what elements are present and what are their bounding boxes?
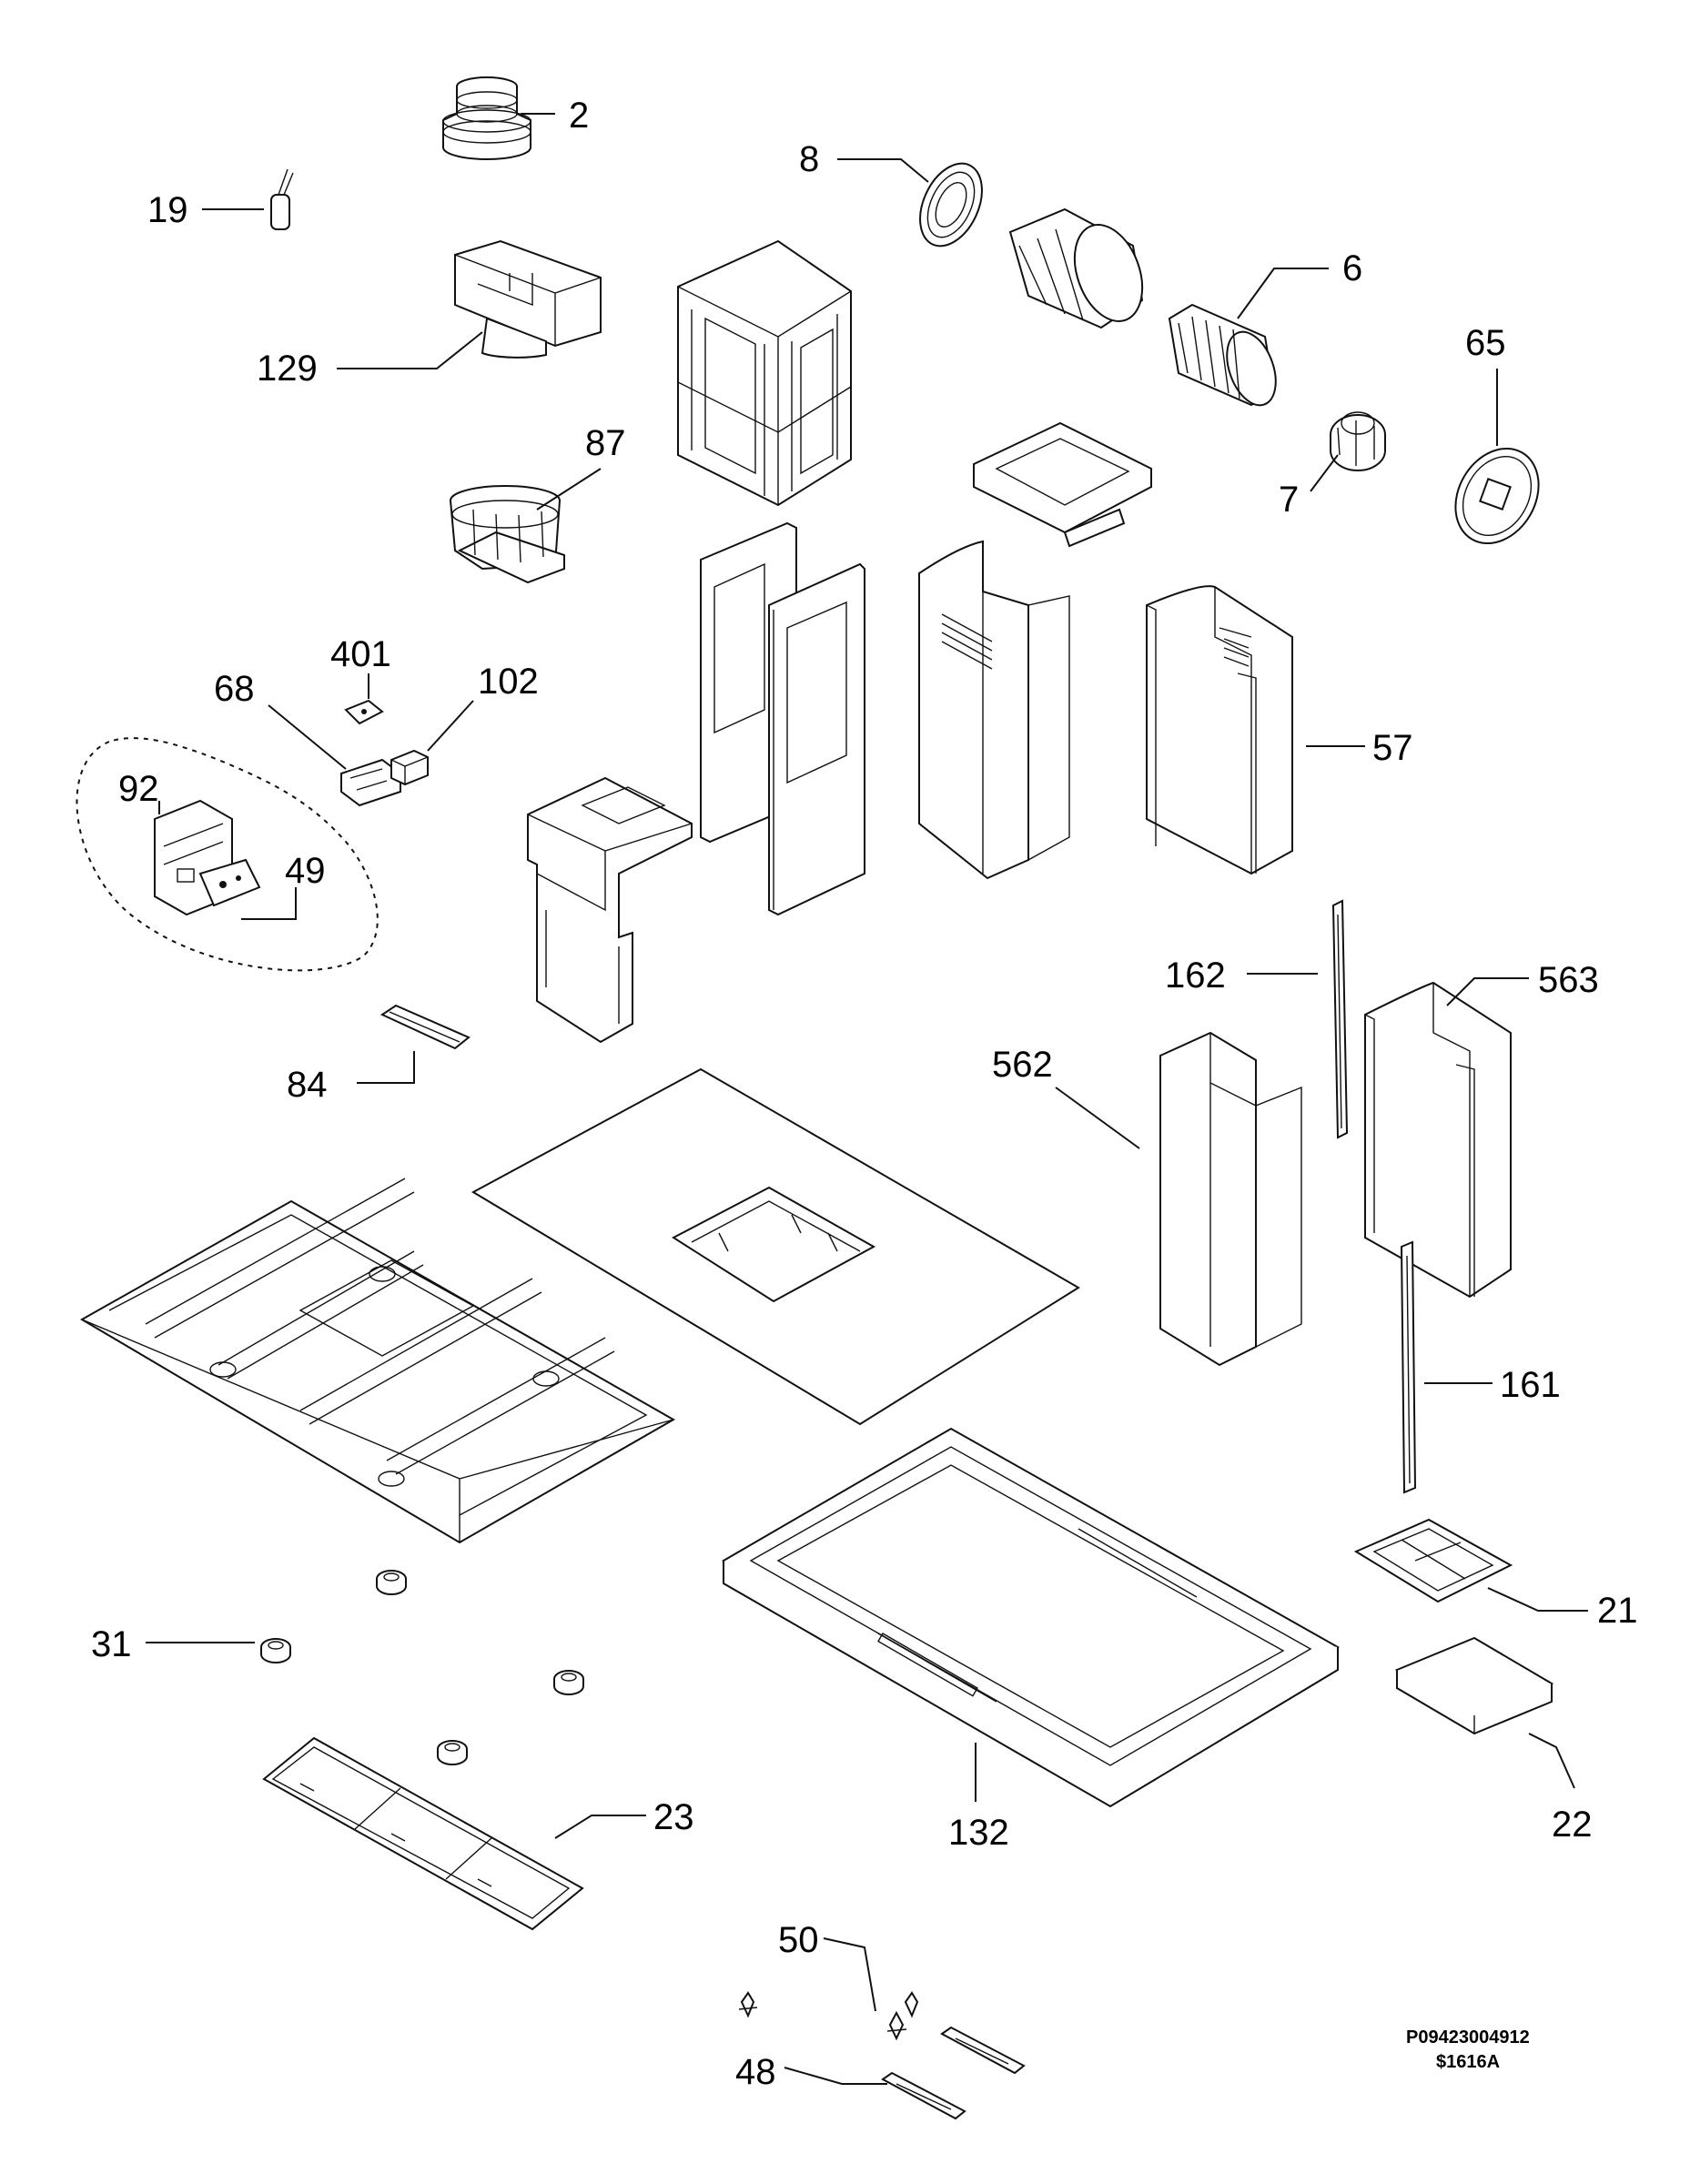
- part-2-duct-collar[interactable]: [442, 76, 531, 160]
- canopy-body: [80, 1178, 676, 1544]
- label-161: 161: [1500, 1365, 1561, 1405]
- label-129: 129: [257, 349, 318, 389]
- part-68-bracket[interactable]: [340, 758, 401, 807]
- inner-chimney-panels: [700, 521, 865, 916]
- blower-scroll-housing: [1008, 207, 1144, 329]
- part-132-canopy-frame[interactable]: [722, 1427, 1340, 1808]
- label-49: 49: [285, 851, 326, 891]
- part-48-mounting-rails[interactable]: [881, 2026, 1026, 2120]
- part-7-motor[interactable]: [1330, 411, 1386, 471]
- drawing-code-line1: P09423004912: [1406, 2027, 1530, 2048]
- label-68: 68: [214, 669, 255, 709]
- part-22-charcoal-filter[interactable]: [1394, 1636, 1554, 1735]
- canopy-top-plate: [471, 1067, 1080, 1426]
- part-102-electrical-box[interactable]: [390, 749, 429, 786]
- part-6-blower-wheel[interactable]: [1168, 303, 1285, 412]
- label-2: 2: [569, 96, 589, 136]
- label-563: 563: [1538, 960, 1599, 1000]
- part-50-clips[interactable]: [738, 1991, 919, 2041]
- part-19-capacitor[interactable]: [270, 168, 294, 230]
- part-8-motor-plate[interactable]: [908, 154, 995, 256]
- part-49-control-module[interactable]: [198, 858, 261, 907]
- label-8: 8: [799, 139, 819, 179]
- part-84-light-housing[interactable]: [379, 1004, 471, 1050]
- label-162: 162: [1165, 956, 1226, 996]
- label-48: 48: [735, 2052, 776, 2092]
- label-6: 6: [1342, 248, 1362, 288]
- label-132: 132: [948, 1813, 1009, 1853]
- label-19: 19: [147, 190, 188, 230]
- label-50: 50: [778, 1920, 819, 1960]
- part-562-lower-chimney-front[interactable]: [1159, 1031, 1302, 1367]
- label-23: 23: [653, 1797, 694, 1837]
- label-21: 21: [1597, 1591, 1638, 1631]
- part-23-grease-filters[interactable]: [262, 1736, 584, 1931]
- part-31-fasteners[interactable]: [260, 1570, 584, 1765]
- part-57-upper-chimney[interactable]: [1146, 585, 1293, 875]
- label-401: 401: [330, 634, 391, 674]
- callout-labels: 2 8 19 6 65 129 87 7 401 68 102 57 92 49…: [91, 96, 1638, 2092]
- label-562: 562: [992, 1045, 1053, 1085]
- part-87-blower-inlet[interactable]: [450, 485, 565, 584]
- label-102: 102: [478, 662, 539, 702]
- label-57: 57: [1372, 728, 1413, 768]
- upper-chimney-cover: [918, 540, 1070, 880]
- part-65-mounting-disc[interactable]: [1439, 433, 1555, 558]
- label-22: 22: [1552, 1805, 1593, 1845]
- part-21-filter-frame[interactable]: [1353, 1518, 1513, 1603]
- label-31: 31: [91, 1624, 132, 1664]
- motor-mount-ring: [973, 421, 1152, 548]
- drawing-code-line2: $1616A: [1436, 2052, 1500, 2072]
- part-563-lower-chimney-rear[interactable]: [1364, 981, 1512, 1299]
- internal-support-frame: [677, 239, 852, 507]
- label-65: 65: [1465, 323, 1506, 363]
- label-87: 87: [585, 423, 626, 463]
- label-92: 92: [118, 769, 159, 809]
- part-161-side-trim[interactable]: [1400, 1240, 1417, 1494]
- part-162-side-trim[interactable]: [1331, 899, 1349, 1139]
- part-401-plate[interactable]: [344, 699, 384, 725]
- label-7: 7: [1279, 480, 1299, 520]
- part-129-duct-transition[interactable]: [454, 239, 602, 359]
- label-84: 84: [287, 1065, 328, 1105]
- detail-outline: [76, 737, 379, 972]
- lower-internal-box: [527, 776, 693, 1044]
- drawing-code: P09423004912 $1616A: [1406, 2027, 1530, 2072]
